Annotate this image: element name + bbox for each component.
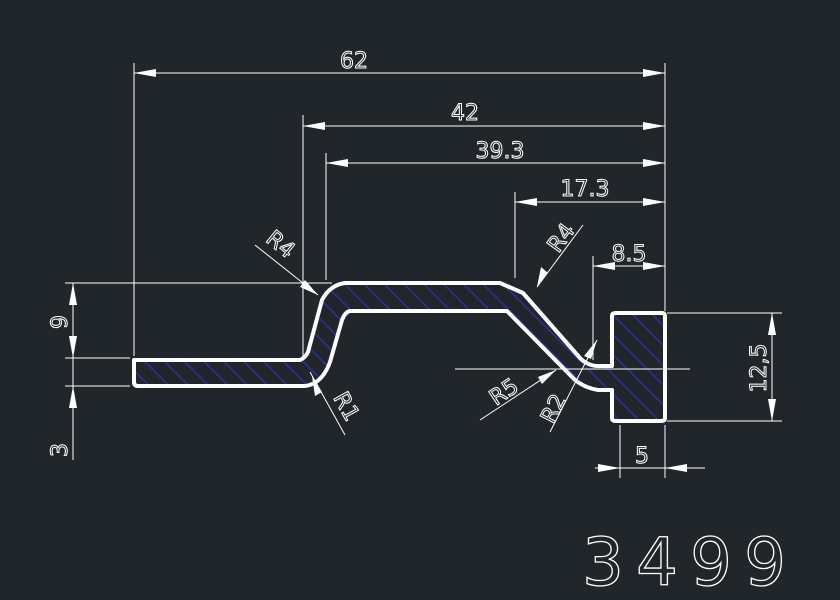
- dim-3: 3: [48, 443, 73, 457]
- dim-62: 62: [340, 49, 368, 74]
- radius-r1: R1: [328, 388, 364, 426]
- radius-r4-right: R4: [543, 219, 580, 257]
- dim-8-5: 8.5: [612, 242, 647, 267]
- arrowheads: [69, 69, 776, 472]
- radius-r2: R2: [536, 390, 572, 427]
- dimension-lines: [65, 63, 782, 478]
- dim-12-5: 12,5: [747, 344, 772, 393]
- dim-42: 42: [451, 101, 479, 126]
- dim-17-3: 17.3: [561, 177, 610, 202]
- dim-39-3: 39.3: [476, 139, 525, 164]
- profile-outline: [132, 281, 667, 423]
- radius-r4-left: R4: [261, 226, 300, 264]
- dim-5: 5: [635, 444, 649, 469]
- radius-r5: R5: [485, 374, 523, 411]
- dim-9: 9: [48, 315, 73, 329]
- part-number: 3499: [582, 524, 798, 600]
